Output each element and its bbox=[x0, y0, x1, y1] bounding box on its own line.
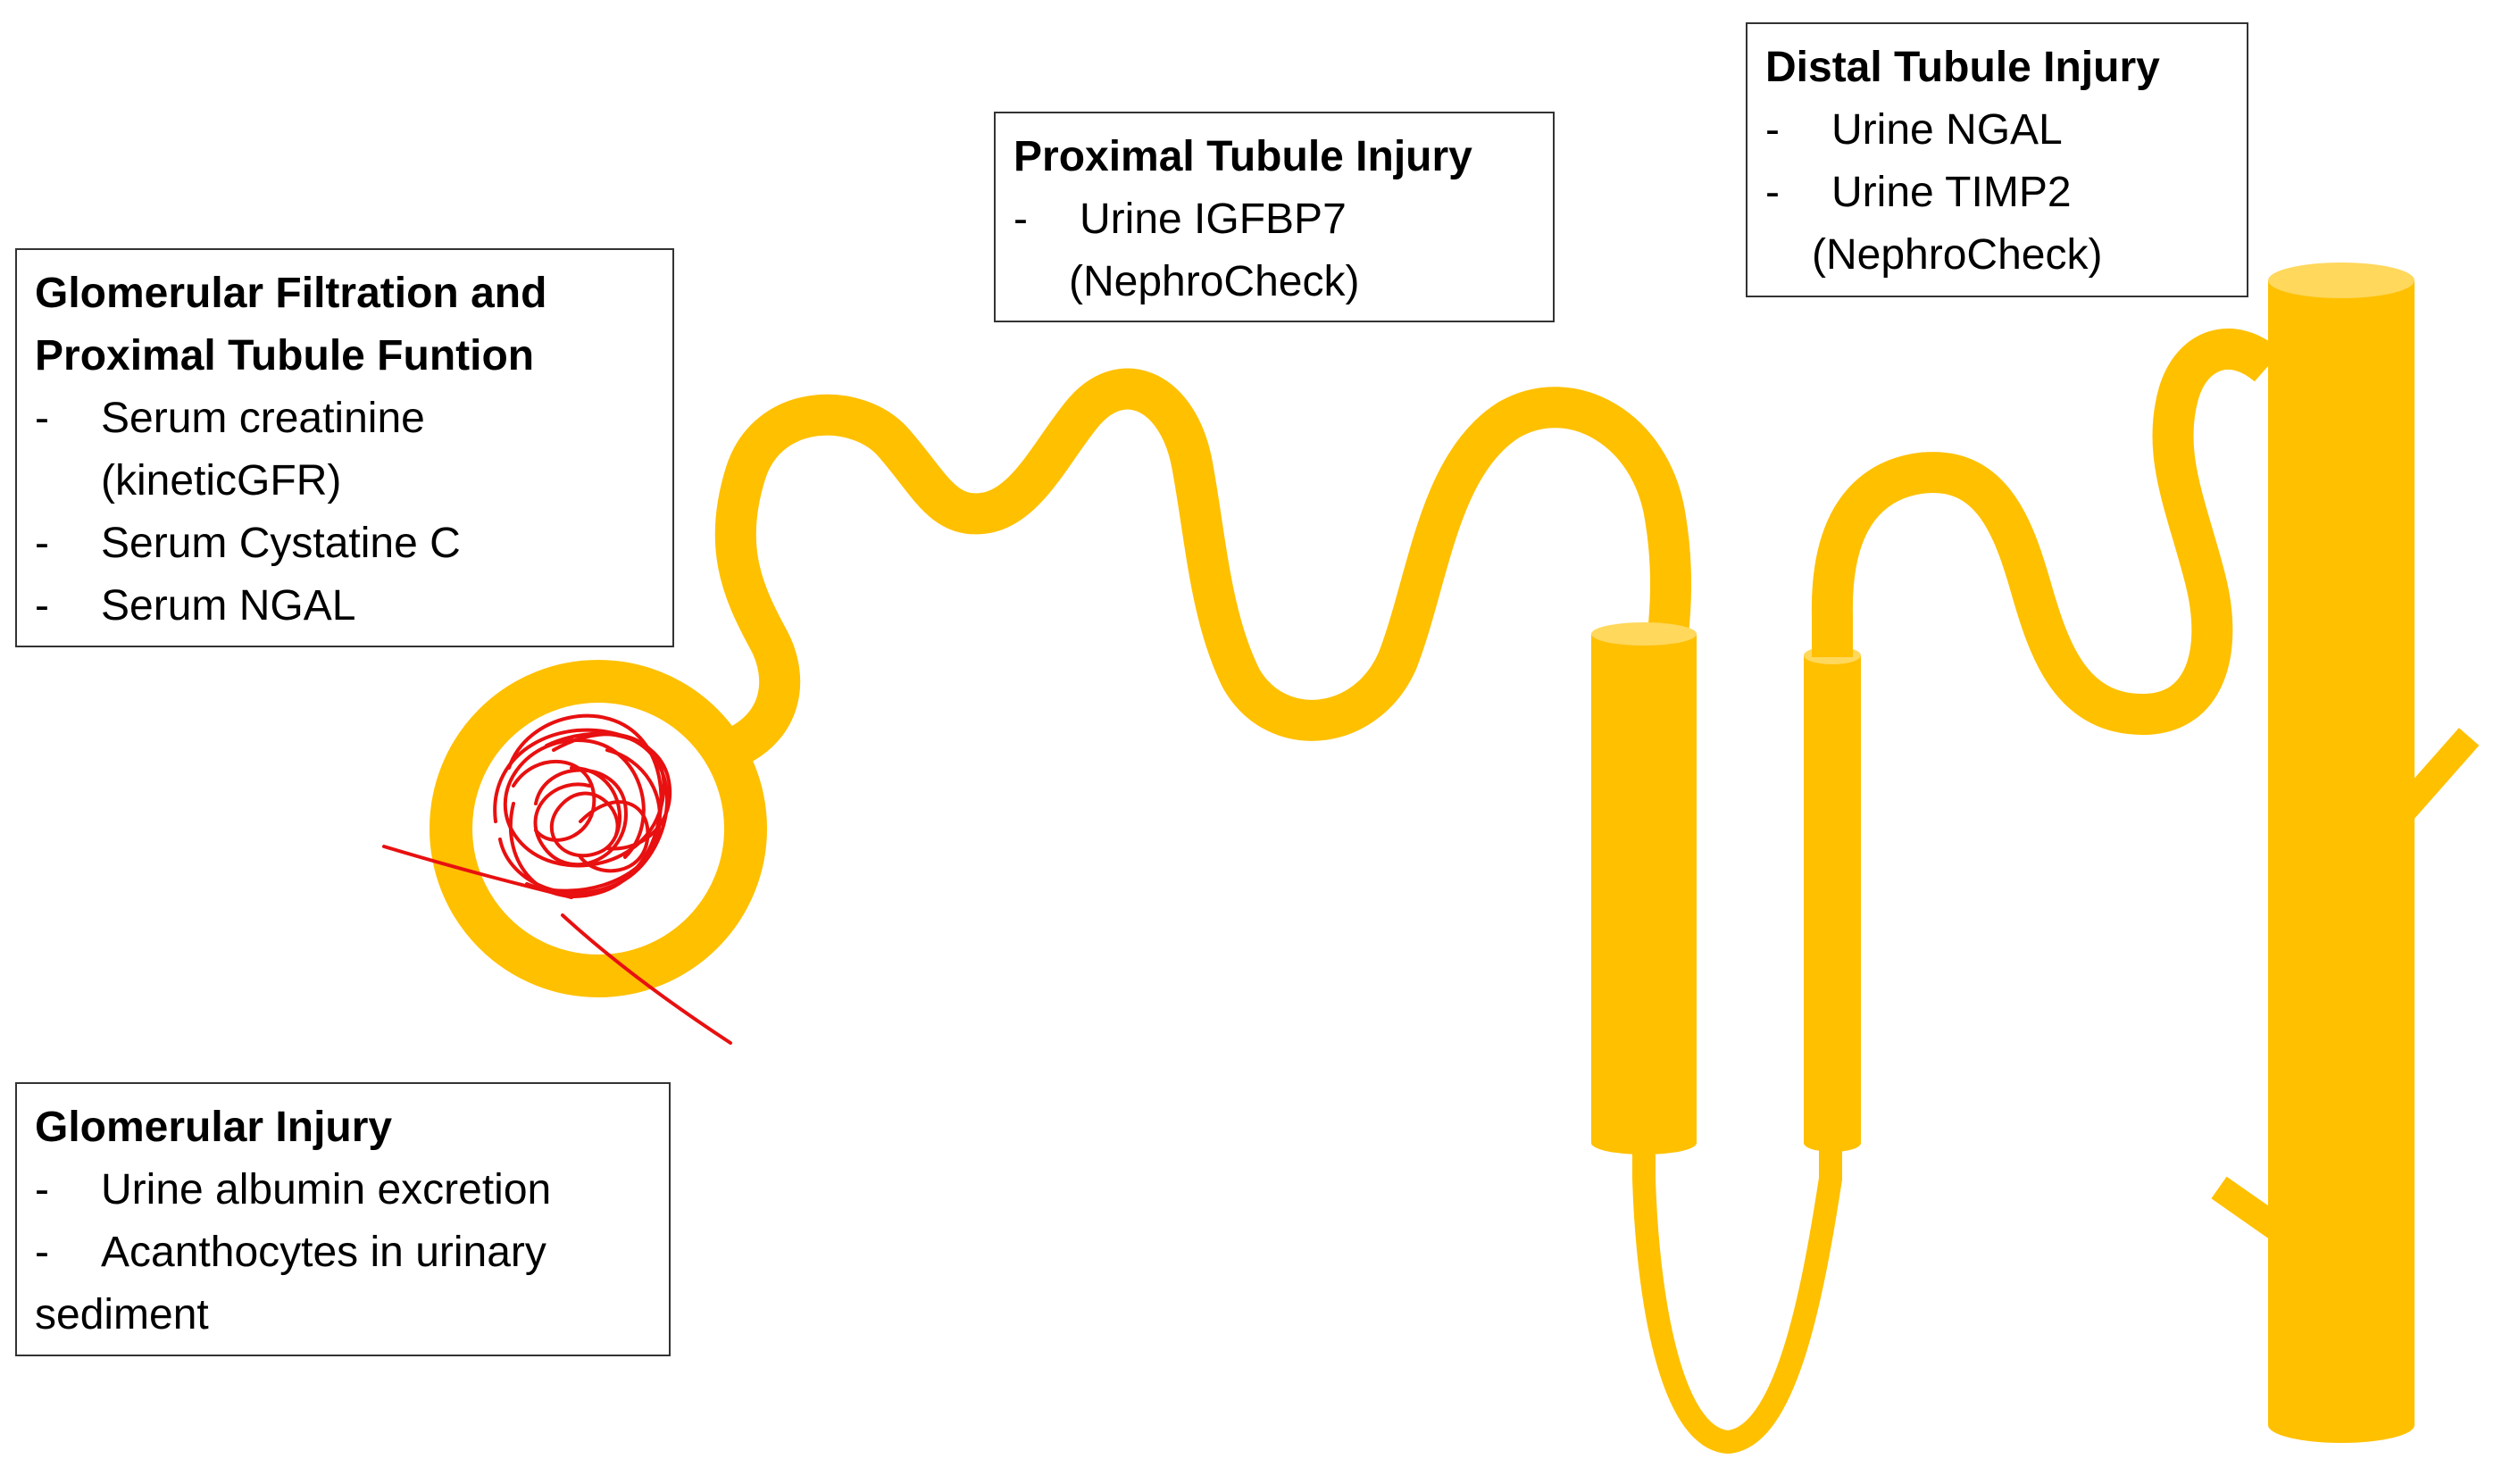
list-dash: - bbox=[35, 582, 49, 629]
distal-convoluted-tubule bbox=[1811, 328, 2282, 736]
distal-tubule-title: Distal Tubule Injury bbox=[1765, 44, 2160, 91]
list-item: - Urine albumin excretion bbox=[35, 1159, 651, 1221]
glomerular-filtration-title-line1: Glomerular Filtration and bbox=[35, 270, 547, 317]
thick-ascending-limb bbox=[1804, 655, 1861, 1143]
list-item-continuation: (NephroCheck) bbox=[1812, 231, 2103, 279]
list-item-text: Urine IGFBP7 bbox=[1080, 196, 1347, 243]
list-item-text: Serum NGAL bbox=[101, 582, 356, 629]
list-item: - Serum Cystatine C bbox=[35, 513, 655, 575]
glomerular-filtration-box: Glomerular Filtration and Proximal Tubul… bbox=[15, 248, 674, 647]
list-dash: - bbox=[1765, 106, 1780, 154]
loop-of-henle bbox=[1632, 1143, 1842, 1455]
list-item: - Serum creatinine bbox=[35, 388, 655, 450]
proximal-tubule-box: Proximal Tubule Injury - Urine IGFBP7 (N… bbox=[994, 112, 1555, 322]
list-item: - Serum NGAL bbox=[35, 575, 655, 638]
list-item: - Urine NGAL bbox=[1765, 99, 2229, 162]
proximal-convoluted-tubule bbox=[713, 368, 1691, 772]
ascending-limb-bottom bbox=[1804, 1134, 1861, 1152]
list-item: - Acanthocytes in urinary bbox=[35, 1221, 651, 1284]
list-item-text: Serum Cystatine C bbox=[101, 520, 461, 567]
list-item-text: Serum creatinine bbox=[101, 395, 425, 442]
glomerulus-capillary-tuft bbox=[382, 713, 732, 1045]
list-item-text: Acanthocytes in urinary bbox=[101, 1229, 546, 1276]
list-item-continuation: sediment bbox=[35, 1291, 209, 1338]
list-item-continuation: (kineticGFR) bbox=[101, 457, 342, 504]
list-dash: - bbox=[1013, 196, 1028, 243]
collecting-duct-bottom bbox=[2268, 1407, 2415, 1443]
list-item-text: Urine NGAL bbox=[1831, 106, 2063, 154]
collecting-duct bbox=[2268, 280, 2415, 1425]
collecting-duct-top bbox=[2268, 263, 2415, 298]
list-item-text: Urine albumin excretion bbox=[101, 1166, 552, 1213]
thick-descending-limb bbox=[1591, 634, 1697, 1143]
list-item: - Urine IGFBP7 bbox=[1013, 188, 1535, 251]
list-dash: - bbox=[35, 395, 49, 442]
descending-limb-top bbox=[1591, 622, 1697, 646]
bowmans-capsule bbox=[430, 660, 767, 997]
glomerular-injury-title: Glomerular Injury bbox=[35, 1104, 393, 1151]
list-dash: - bbox=[1765, 169, 1780, 216]
list-item: - Urine TIMP2 bbox=[1765, 162, 2229, 224]
glomerular-filtration-title-line2: Proximal Tubule Funtion bbox=[35, 332, 535, 379]
list-dash: - bbox=[35, 1166, 49, 1213]
list-dash: - bbox=[35, 1229, 49, 1276]
list-dash: - bbox=[35, 520, 49, 567]
proximal-tubule-title: Proximal Tubule Injury bbox=[1013, 133, 1472, 180]
list-item-continuation: (NephroCheck) bbox=[1069, 258, 1360, 305]
distal-tubule-box: Distal Tubule Injury - Urine NGAL - Urin… bbox=[1746, 22, 2248, 297]
list-item-text: Urine TIMP2 bbox=[1831, 169, 2072, 216]
glomerular-injury-box: Glomerular Injury - Urine albumin excret… bbox=[15, 1082, 671, 1356]
